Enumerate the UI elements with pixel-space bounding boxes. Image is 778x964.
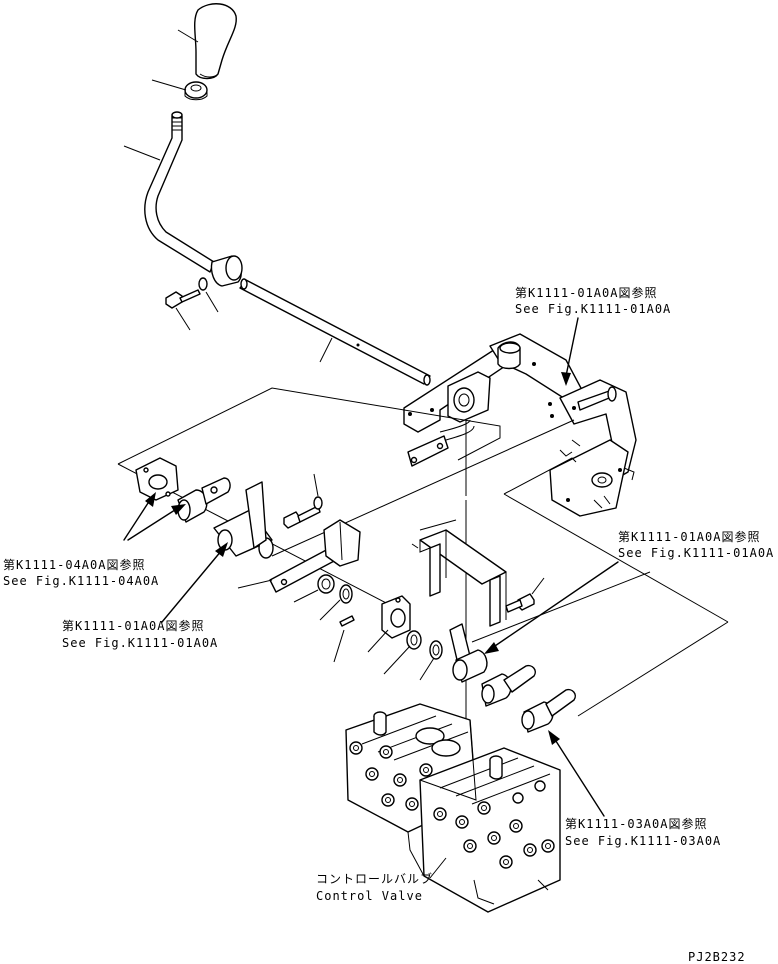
clevis <box>381 595 411 639</box>
arrow-mid-right <box>484 561 619 654</box>
ref-mid-right-en: See Fig.K1111-01A0A <box>618 546 774 560</box>
bracket-bolt <box>505 593 535 613</box>
ref-bottom-right-en: See Fig.K1111-03A0A <box>565 834 721 848</box>
bracket-plate <box>323 519 361 567</box>
lever-bracket <box>403 333 637 517</box>
ref-bottom-right-jp: 第K1111-03A0A図参照 <box>565 816 707 831</box>
ref-left-jp: 第K1111-04A0A図参照 <box>3 557 145 572</box>
leader-washer-lower-a <box>383 645 411 675</box>
ref-top-right-en: See Fig.K1111-01A0A <box>515 302 671 316</box>
leader-link <box>237 579 273 589</box>
collar <box>449 623 488 683</box>
ref-mid-left-en: See Fig.K1111-01A0A <box>62 636 218 650</box>
control-valve-label-jp: コントロールバルブ <box>316 871 433 886</box>
leader-pin <box>333 629 345 663</box>
leader-clevis <box>367 629 389 653</box>
leader-nut <box>151 79 187 91</box>
lever-shaft <box>239 278 431 386</box>
ref-left-en: See Fig.K1111-04A0A <box>3 574 159 588</box>
cable-bracket <box>411 529 507 627</box>
leader-bracket <box>419 519 457 531</box>
link-arm <box>245 481 337 593</box>
bolt-mid <box>283 505 321 529</box>
leader-washer-mid <box>313 473 319 497</box>
flange-block <box>135 457 179 501</box>
drawing-code: PJ2B232 <box>688 950 746 964</box>
lock-nut <box>184 81 208 101</box>
ref-mid-right-jp: 第K1111-01A0A図参照 <box>618 529 760 544</box>
leader-washer-b <box>319 599 341 621</box>
washer-pair <box>317 574 353 604</box>
washer-mid <box>313 496 323 510</box>
leader-bolt <box>175 307 191 331</box>
ref-top-right-jp: 第K1111-01A0A図参照 <box>515 285 657 300</box>
control-valve <box>345 703 561 913</box>
leader-washer-a <box>293 589 319 603</box>
leader-knob <box>177 29 199 43</box>
bolt-small <box>165 289 201 309</box>
control-lever <box>144 111 243 287</box>
control-valve-label-en: Control Valve <box>316 889 423 903</box>
lever-arm-small <box>201 477 231 505</box>
leader-bracket-bolt <box>531 577 545 595</box>
arrow-mid-left <box>161 542 228 623</box>
lever-knob <box>194 3 237 80</box>
leader-lever <box>123 145 161 161</box>
arrow-bottom-right <box>548 730 605 817</box>
leader-valve <box>429 857 447 879</box>
leader-shaft <box>319 337 333 363</box>
cam-lever <box>481 664 576 733</box>
ref-mid-left-jp: 第K1111-01A0A図参照 <box>62 618 204 633</box>
arrow-top-right <box>561 317 579 386</box>
washer-small <box>198 277 208 291</box>
washer-lower <box>406 630 443 660</box>
pin <box>339 615 355 627</box>
arrows-left <box>123 492 186 541</box>
leader-washer-lower-b <box>419 657 435 681</box>
leader-washer <box>205 291 219 313</box>
